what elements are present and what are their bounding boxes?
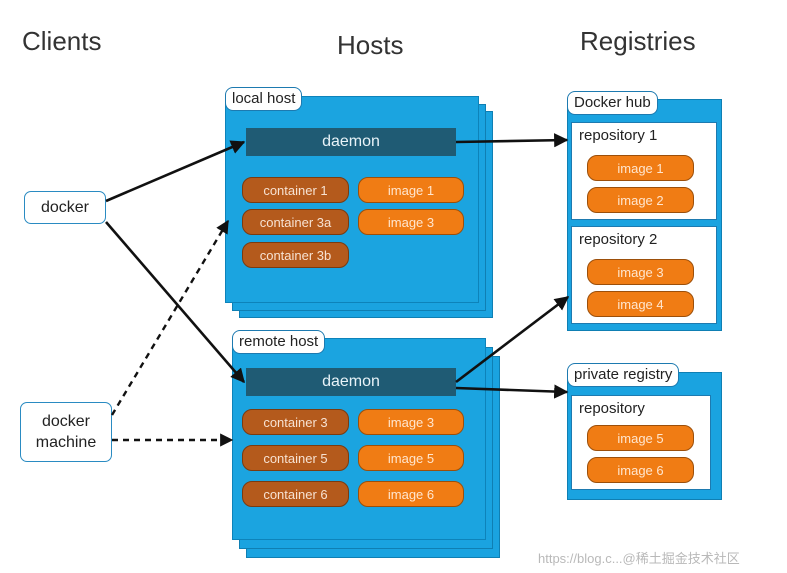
local-container-3b: container 3b [242, 242, 349, 268]
local-host-daemon: daemon [246, 128, 456, 156]
arrow-docker-to-local-daemon [105, 140, 246, 203]
registries-column-title: Registries [580, 26, 696, 56]
repository-2-label: repository 2 [579, 231, 658, 248]
remote-image-3: image 3 [358, 409, 464, 435]
remote-container-3: container 3 [242, 409, 349, 435]
private-repository-label: repository [579, 400, 645, 417]
docker-machine-label-line1: docker [41, 413, 91, 430]
private-image-6: image 6 [587, 457, 694, 483]
docker-hub-label: Docker hub [567, 91, 658, 115]
hub-repo2-image-3: image 3 [587, 259, 694, 285]
private-image-5: image 5 [587, 425, 694, 451]
remote-host-label: remote host [232, 330, 326, 354]
local-container-3a: container 3a [242, 209, 349, 235]
arrow-docker-to-remote-daemon [105, 221, 245, 384]
hub-repo2-image-4: image 4 [587, 291, 694, 317]
watermark-text: https://blog.c...@稀土掘金技术社区 [538, 551, 740, 566]
remote-container-5: container 5 [242, 445, 349, 471]
clients-column-title: Clients [22, 26, 102, 56]
hosts-column-title: Hosts [337, 30, 404, 60]
docker-machine-label-line2: machine [35, 434, 97, 451]
remote-image-5: image 5 [358, 445, 464, 471]
hub-repo1-image-1: image 1 [587, 155, 694, 181]
remote-image-6: image 6 [358, 481, 464, 507]
local-container-1: container 1 [242, 177, 349, 203]
local-image-1: image 1 [358, 177, 464, 203]
docker-machine-client: docker machine [20, 402, 112, 462]
arrow-machine-to-local-host [110, 219, 230, 416]
local-host-label: local host [225, 87, 303, 111]
remote-container-6: container 6 [242, 481, 349, 507]
local-image-3: image 3 [358, 209, 464, 235]
remote-host-daemon: daemon [246, 368, 456, 396]
docker-client: docker [24, 191, 106, 224]
hub-repo1-image-2: image 2 [587, 187, 694, 213]
private-registry-label: private registry [567, 363, 680, 387]
repository-1-label: repository 1 [579, 127, 658, 144]
docker-client-label: docker [40, 199, 90, 216]
